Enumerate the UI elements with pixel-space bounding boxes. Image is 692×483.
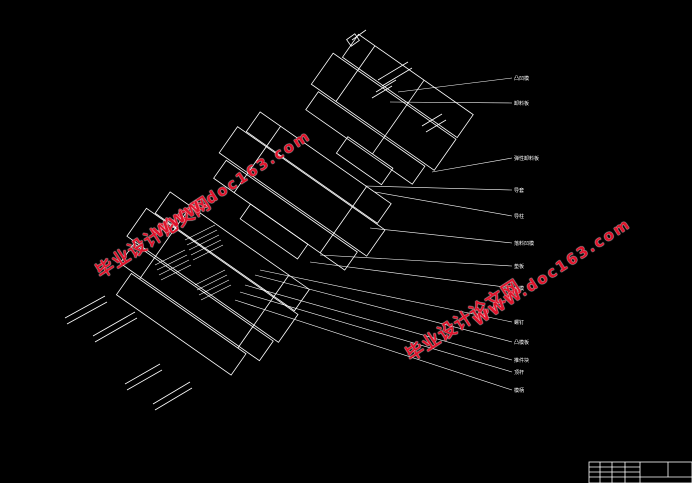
callout-label: 模柄 (514, 388, 525, 394)
callout-label: 凸凹模 (514, 76, 530, 82)
callout-label: 凸模 (514, 286, 525, 292)
spring-hatch (154, 224, 232, 301)
callout-label: 顶杆 (514, 370, 525, 376)
title-block (588, 461, 692, 483)
callout-label: 弹性卸料板 (514, 156, 540, 162)
callout-label: 卸料板 (514, 101, 530, 107)
bottom-bolts (64, 295, 193, 411)
callout-label: 凸模板 (514, 340, 530, 346)
callout-label: 螺钉 (514, 320, 525, 326)
lower-plates (115, 191, 310, 376)
middle-plates (213, 111, 392, 271)
callout-label: 推件块 (514, 358, 530, 364)
upper-plates (305, 33, 474, 186)
leader-lines (234, 77, 513, 391)
callout-label: 落料凹模 (514, 241, 535, 247)
callout-label: 导套 (514, 188, 525, 194)
callout-label: 导柱 (514, 214, 525, 220)
callout-label: 垫板 (514, 264, 525, 270)
